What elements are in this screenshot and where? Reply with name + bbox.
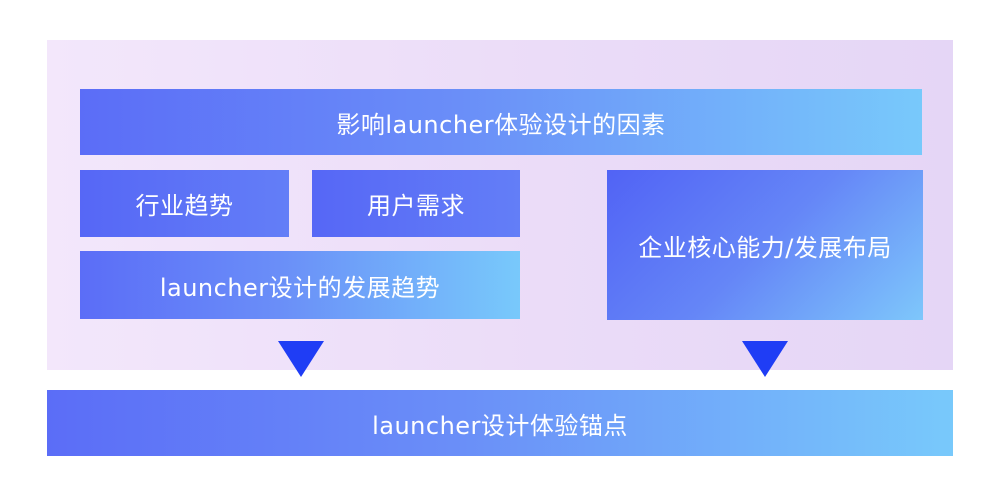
design-trend-label: launcher设计的发展趋势 — [159, 273, 441, 302]
design-trend-box: launcher设计的发展趋势 — [80, 251, 520, 319]
industry-trend-box: 行业趋势 — [80, 170, 289, 237]
header-box: 影响launcher体验设计的因素 — [80, 89, 922, 155]
user-needs-label: 用户需求 — [367, 192, 465, 220]
user-needs-box: 用户需求 — [312, 170, 520, 237]
factors-panel: 影响launcher体验设计的因素 行业趋势 用户需求 launcher设计的发… — [47, 40, 953, 370]
arrow-down-left-icon — [278, 341, 324, 377]
header-label: 影响launcher体验设计的因素 — [336, 110, 666, 139]
arrow-down-right-icon — [742, 341, 788, 377]
anchor-box: launcher设计体验锚点 — [47, 390, 953, 456]
enterprise-box: 企业核心能力/发展布局 — [607, 170, 923, 320]
anchor-label: launcher设计体验锚点 — [372, 411, 628, 440]
enterprise-label: 企业核心能力/发展布局 — [638, 233, 892, 262]
industry-trend-label: 行业趋势 — [135, 192, 234, 220]
